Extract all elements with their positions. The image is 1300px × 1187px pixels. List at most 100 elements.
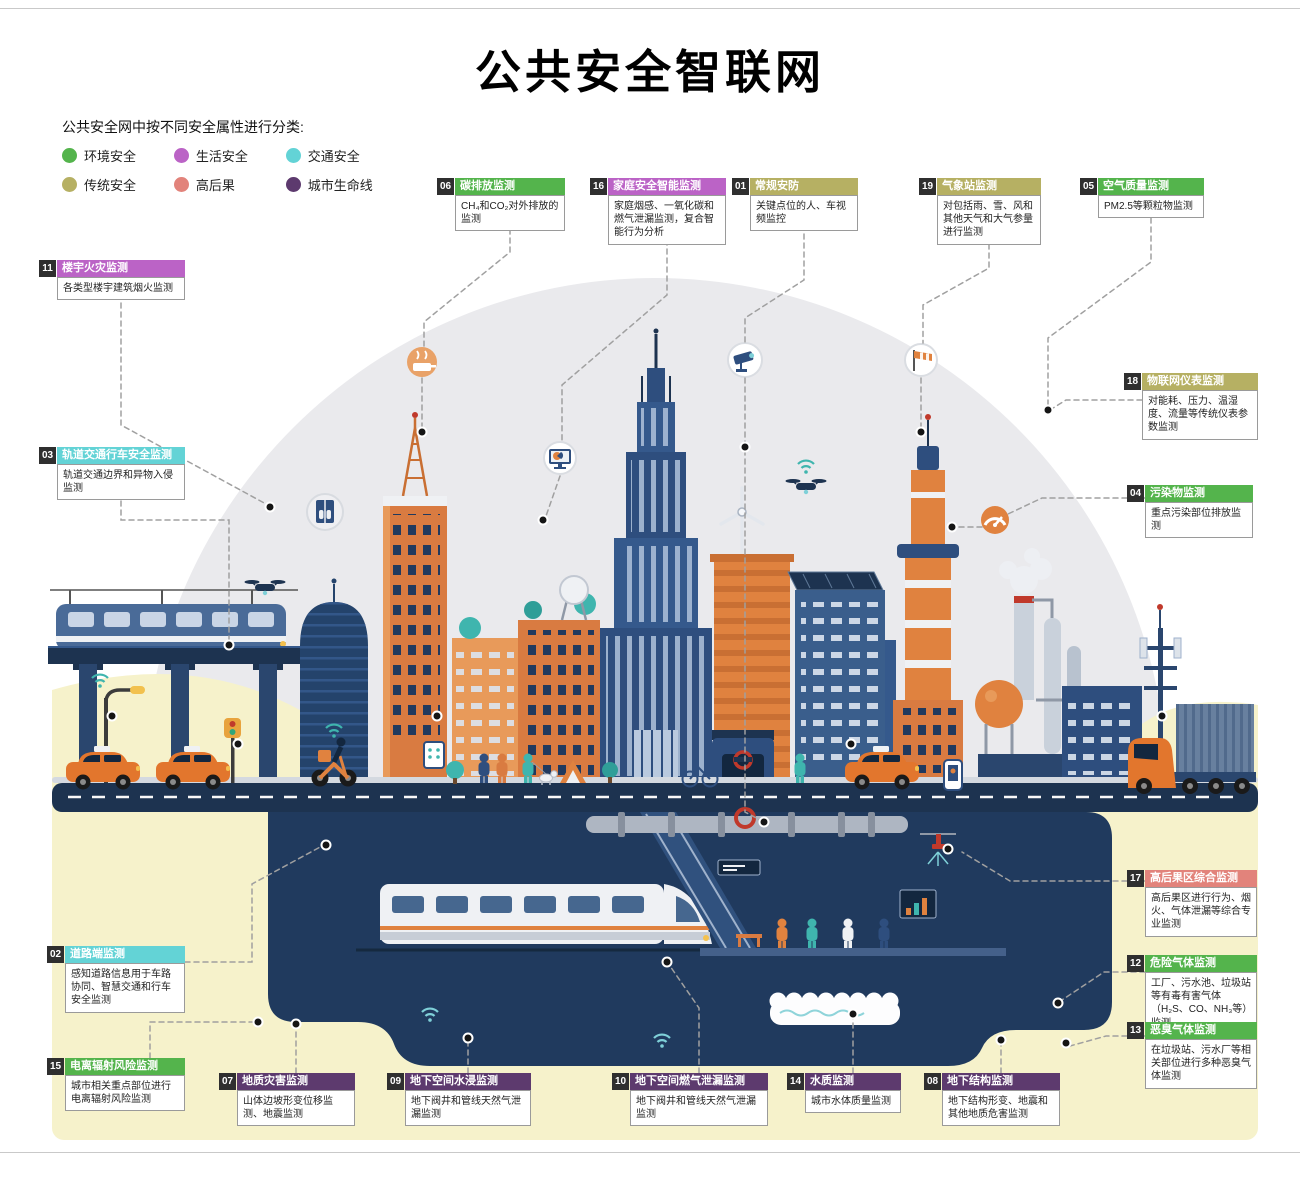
- sprinkler-icon: [920, 833, 956, 866]
- callout-description: 对能耗、压力、温湿度、流量等传统仪表参数监测: [1142, 390, 1258, 440]
- connector-05: [1047, 217, 1152, 405]
- info-board: [899, 889, 937, 919]
- connector-06: [423, 219, 511, 347]
- callout-underground-structure-monitoring: 08 地下结构监测 地下结构形变、地震和其他地质危害监测: [924, 1073, 1060, 1127]
- callout-number: 16: [590, 178, 607, 195]
- callout-title: 电离辐射风险监测: [65, 1058, 185, 1075]
- callout-title: 气象站监测: [937, 178, 1041, 195]
- callout-description: 关键点位的人、车视频监控: [750, 195, 858, 232]
- callout-title: 碳排放监测: [455, 178, 565, 195]
- callout-hazardous-gas-monitoring: 12 危险气体监测 工厂、污水池、垃圾站等有毒有害气体（H₂S、CO、NH₃等）…: [1127, 955, 1257, 1035]
- legend-dot-traffic: [285, 148, 301, 163]
- building-skyscraper: [600, 328, 712, 783]
- callout-roadside-monitoring: 02 道路端监测 感知道路信息用于车路协同、智慧交通和行车安全监测: [47, 946, 185, 1013]
- legend-item-high-consequence: 高后果: [173, 170, 286, 199]
- rooftop-tree: [524, 601, 542, 619]
- subway-entrance: [712, 730, 774, 783]
- buildings: [300, 328, 1182, 783]
- callout-description: 城市水体质量监测: [805, 1090, 901, 1114]
- callout-description: 各类型楼宇建筑烟火监测: [57, 277, 185, 301]
- building-solar: [787, 571, 885, 783]
- callout-title: 楼宇火灾监测: [57, 260, 185, 277]
- platform: [700, 948, 1006, 956]
- callout-weather-station-monitoring: 19 气象站监测 对包括雨、雪、风和其他天气和大气参量进行监测: [919, 178, 1041, 245]
- callout-description: 高后果区进行行为、烟火、气体泄漏等综合专业监测: [1145, 887, 1257, 937]
- street-tree: [446, 761, 464, 779]
- callout-title: 道路端监测: [65, 946, 185, 963]
- legend-label: 传统安全: [84, 178, 137, 193]
- bottom-rule: [0, 1152, 1300, 1153]
- callout-title: 高后果区综合监测: [1145, 870, 1257, 887]
- callout-number: 08: [924, 1073, 941, 1090]
- delivery-scooter: [311, 723, 357, 787]
- subway-train: [380, 884, 712, 944]
- callout-air-quality-monitoring: 05 空气质量监测 PM2.5等颗粒物监测: [1080, 178, 1204, 219]
- legend: 环境安全 生活安全 交通安全 传统安全 高后果 城市生命线: [62, 141, 398, 199]
- callout-description: 地下阀井和管线天然气泄漏监测: [630, 1090, 768, 1127]
- legend-dot-traditional: [62, 177, 77, 192]
- callout-description: 地下结构形变、地震和其他地质危害监测: [942, 1090, 1060, 1127]
- legend-dot-life: [173, 148, 189, 163]
- gauge-icon: [981, 506, 1009, 534]
- callout-number: 01: [732, 178, 749, 195]
- legend-intro: 公共安全网中按不同安全属性进行分类:: [62, 119, 304, 135]
- connector-17: [961, 851, 1146, 882]
- connector-12: [1061, 971, 1146, 1001]
- connector-10: [669, 965, 700, 1074]
- parked-bicycle: [681, 761, 719, 788]
- callout-high-consequence-area-monitoring: 17 高后果区综合监测 高后果区进行行为、烟火、气体泄漏等综合专业监测: [1127, 870, 1257, 937]
- callout-iot-meter-monitoring: 18 物联网仪表监测 对能耗、压力、温湿度、流量等传统仪表参数监测: [1124, 373, 1258, 440]
- callout-ionizing-radiation-monitoring: 15 电离辐射风险监测 城市相关重点部位进行电离辐射风险监测: [47, 1058, 185, 1112]
- connector-16b: [545, 475, 561, 517]
- callout-number: 04: [1127, 485, 1144, 502]
- callout-description: 重点污染部位排放监测: [1145, 502, 1253, 539]
- callout-odor-gas-monitoring: 13 恶臭气体监测 在垃圾站、污水厂等相关部位进行多种恶臭气体监测: [1127, 1022, 1257, 1089]
- station-sign: [717, 859, 761, 876]
- connector-lines: [120, 217, 1152, 1074]
- callout-pollutant-monitoring: 04 污染物监测 重点污染部位排放监测: [1127, 485, 1253, 539]
- elevator-icon: [306, 493, 344, 531]
- underground-water-pool: [769, 992, 900, 1025]
- street-tree: [602, 762, 618, 778]
- street-objects: [66, 673, 1256, 794]
- callout-title: 地下空间燃气泄漏监测: [630, 1073, 768, 1090]
- building-striped-orange: [710, 554, 794, 783]
- legend-dot-environment: [62, 148, 77, 163]
- callout-description: 轨道交通边界和异物入侵监测: [57, 464, 185, 501]
- connector-15: [149, 1021, 255, 1059]
- truck: [1128, 704, 1256, 794]
- callout-title: 危险气体监测: [1145, 955, 1257, 972]
- water-tower: [559, 575, 589, 605]
- metro-train: [56, 604, 286, 650]
- callout-number: 11: [39, 260, 56, 277]
- legend-item-traffic: 交通安全: [285, 141, 398, 170]
- legend-label: 城市生命线: [307, 178, 373, 193]
- connector-03: [120, 491, 230, 642]
- storage-sphere: [975, 680, 1023, 728]
- legend-item-life: 生活安全: [173, 141, 286, 170]
- callout-title: 常规安防: [750, 178, 858, 195]
- building-sensor-panel: [423, 741, 445, 769]
- callout-number: 03: [39, 447, 56, 464]
- callout-underground-flooding-monitoring: 09 地下空间水浸监测 地下阀井和管线天然气泄漏监测: [387, 1073, 531, 1127]
- legend-dot-lifeline: [285, 177, 301, 192]
- page-title: 公共安全智联网: [475, 46, 825, 98]
- legend-label: 环境安全: [84, 149, 137, 164]
- callout-number: 18: [1124, 373, 1141, 390]
- legend-label: 高后果: [195, 178, 235, 193]
- connector-04: [1007, 497, 1146, 515]
- callout-description: 对包括雨、雪、风和其他天气和大气参量进行监测: [937, 195, 1041, 245]
- callout-home-safety-monitoring: 16 家庭安全智能监测 家庭烟感、一氧化碳和燃气泄漏监测，复合智能行为分析: [590, 178, 726, 245]
- callout-number: 02: [47, 946, 64, 963]
- windsock-icon: [904, 343, 938, 377]
- callout-title: 水质监测: [805, 1073, 901, 1090]
- traffic-light: [224, 718, 241, 783]
- callout-title: 轨道交通行车安全监测: [57, 447, 185, 464]
- floating-icons: [243, 342, 1009, 596]
- legend-label: 生活安全: [195, 149, 248, 164]
- building-rounded-tower: [300, 578, 368, 783]
- street-tree-trunk: [608, 777, 612, 783]
- callout-underground-gas-leak-monitoring: 10 地下空间燃气泄漏监测 地下阀井和管线天然气泄漏监测: [612, 1073, 768, 1127]
- legend-label: 交通安全: [307, 149, 360, 164]
